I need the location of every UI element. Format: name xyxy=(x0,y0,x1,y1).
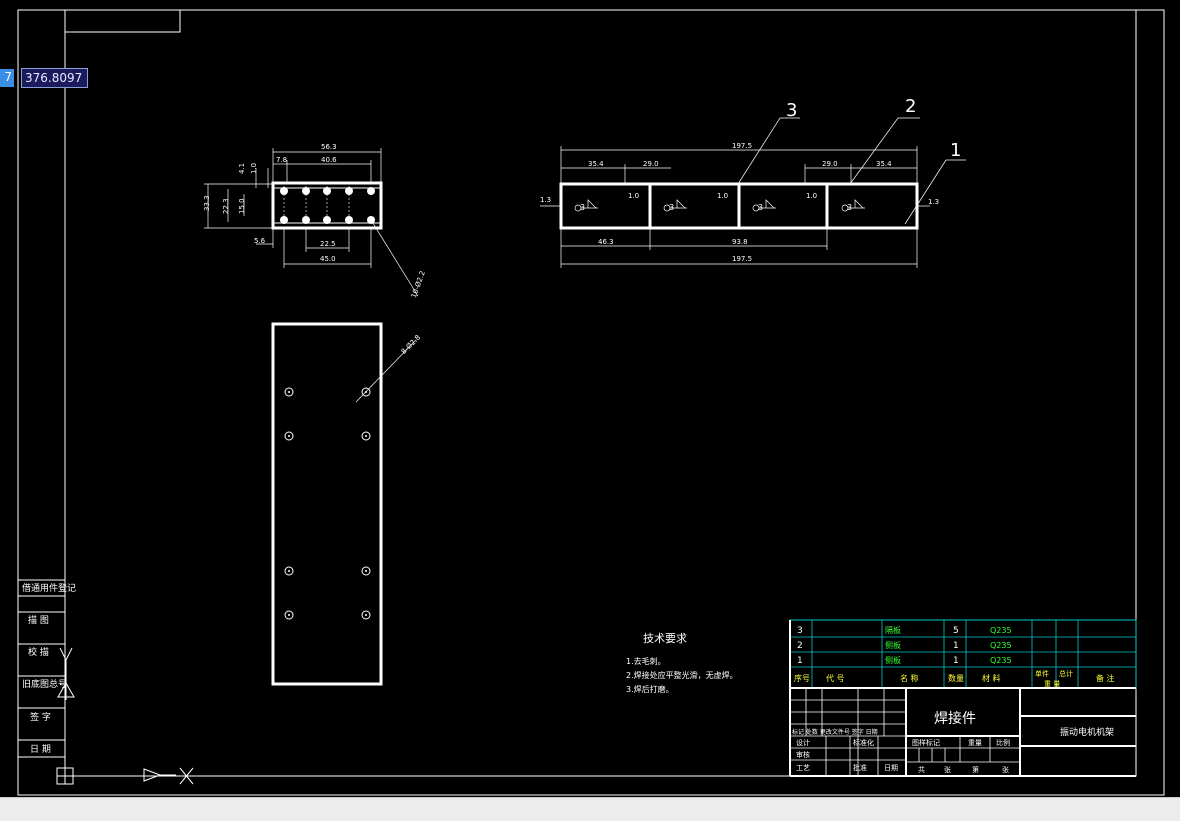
side-label-0: 借通用件登记 xyxy=(22,582,76,594)
callout-3: 3 xyxy=(786,100,797,121)
weight-label: 重量 xyxy=(968,739,982,747)
approve-label: 批准 xyxy=(853,763,867,772)
dim-bottom-left: 5.6 xyxy=(254,237,266,245)
date-label: 日期 xyxy=(884,764,898,772)
process-label: 工艺 xyxy=(796,764,810,772)
cad-drawing-canvas[interactable]: 借通用件登记 描 图 校 描 旧底图总号 签 字 日 期 xyxy=(0,0,1180,797)
bom-head-code: 代 号 xyxy=(826,673,845,683)
bom-head-remark: 备 注 xyxy=(1096,673,1115,683)
bom-head-no: 序号 xyxy=(794,673,810,683)
change-row: 标记 处数 更改文件号 签字 日期 xyxy=(792,728,878,736)
inner-frame xyxy=(64,9,1137,777)
weld-mark-2: 3 xyxy=(758,203,763,212)
dim-v1: 4.1 xyxy=(238,163,246,174)
hole-note-top: 10-Ø2.2 xyxy=(410,270,427,299)
weld-mark-3: 3 xyxy=(847,203,852,212)
front-view: 3 3 3 3 197.5 35.4 29.0 29.0 35.4 1.3 1.… xyxy=(540,96,966,268)
dim-total-bottom: 197.5 xyxy=(732,255,752,263)
status-bar xyxy=(0,797,1180,821)
bom-row-1-name: 侧板 xyxy=(885,640,901,650)
dim-thick-left: 1.3 xyxy=(540,196,551,204)
dim-left: 7.8 xyxy=(276,156,287,164)
scale-label: 比例 xyxy=(996,738,1010,747)
bom-row-2-no: 1 xyxy=(797,656,803,666)
bom-row-0-qty: 5 xyxy=(953,626,959,636)
dim-height: 33.3 xyxy=(203,195,211,211)
stage-label: 图样标记 xyxy=(912,738,940,747)
sheet-label: 共 xyxy=(918,765,925,774)
plan-view-holes xyxy=(284,387,371,620)
top-view-holes xyxy=(280,187,375,224)
ucs-icon xyxy=(56,767,74,785)
design-label: 设计 xyxy=(796,738,810,747)
bom-row-1-material: Q235 xyxy=(990,641,1012,650)
bom-row-0-material: Q235 xyxy=(990,626,1012,635)
side-label-3: 旧底图总号 xyxy=(22,678,67,690)
sheet-no: 第 xyxy=(972,765,979,774)
dim-gap1: 1.0 xyxy=(628,192,639,200)
bom-row-0-name: 隔板 xyxy=(885,625,901,635)
dim-pitch: 22.5 xyxy=(320,240,336,248)
dim-inner2: 15.0 xyxy=(238,198,246,214)
side-panel: 借通用件登记 描 图 校 描 旧底图总号 签 字 日 期 xyxy=(18,579,76,758)
bom-row-2-qty: 1 xyxy=(953,656,959,666)
title-block: 焊接件 振动电机机架 标记 处数 更改文件号 签字 日期 设计 标准化 审核 工… xyxy=(790,688,1136,777)
callout-1: 1 xyxy=(950,140,961,161)
callout-2: 2 xyxy=(905,96,916,117)
dim-seg-left2: 29.0 xyxy=(643,160,659,168)
y-axis-icon xyxy=(57,647,75,700)
corner-box xyxy=(64,9,181,33)
bom-head-name: 名 称 xyxy=(900,673,919,683)
tech-title: 技术要求 xyxy=(643,632,687,645)
dim-gap2: 1.0 xyxy=(717,192,728,200)
sheet-no2: 张 xyxy=(1002,765,1009,774)
weld-mark-1: 3 xyxy=(669,203,674,212)
dim-span: 40.6 xyxy=(321,156,337,164)
dim-bot2: 93.8 xyxy=(732,238,748,246)
bom-row-1-no: 2 xyxy=(797,641,803,651)
dim-gap3: 1.0 xyxy=(806,192,817,200)
bom-row-1-qty: 1 xyxy=(953,641,959,651)
dim-seg-right: 35.4 xyxy=(876,160,892,168)
dim-bot1: 46.3 xyxy=(598,238,614,246)
bom-head-total: 总计 xyxy=(1059,669,1073,678)
side-label-4: 签 字 xyxy=(30,711,51,723)
bom-row-0-no: 3 xyxy=(797,626,803,636)
standard-label: 标准化 xyxy=(853,738,874,747)
bom-head-qty: 数量 xyxy=(948,673,964,683)
bom-head-weight: 重 量 xyxy=(1044,680,1060,688)
project-name: 振动电机机架 xyxy=(1060,726,1114,738)
dim-thick-right: 1.3 xyxy=(928,198,939,206)
bom-table: 3 隔板 5 Q235 2 侧板 1 Q235 1 侧板 1 Q235 序号 代… xyxy=(789,619,1137,776)
dim-bottom: 45.0 xyxy=(320,255,336,263)
bom-row-2-material: Q235 xyxy=(990,656,1012,665)
dim-v2: 1.0 xyxy=(250,163,258,174)
hole-note-plan: 8-Ø2.8 xyxy=(400,334,422,356)
side-label-5: 日 期 xyxy=(30,744,51,755)
bom-head-material: 材 料 xyxy=(982,673,1001,683)
weld-mark-0: 3 xyxy=(580,203,585,212)
cross-cursor-icon xyxy=(179,767,194,785)
dim-overall: 56.3 xyxy=(321,143,337,151)
dim-total-top: 197.5 xyxy=(732,142,752,150)
bom-head-single: 单件 xyxy=(1035,669,1049,678)
part-name: 焊接件 xyxy=(934,710,976,727)
tech-item-0: 1.去毛刺。 xyxy=(626,656,666,666)
tech-item-1: 2.焊接处应平整光滑，无虚焊。 xyxy=(626,670,738,680)
bom-row-2-name: 侧板 xyxy=(885,655,901,665)
top-view: 56.3 7.8 40.6 33.3 22.3 15.0 4.1 1.0 5.6… xyxy=(203,143,427,299)
check-label: 审核 xyxy=(796,750,810,759)
tech-requirements: 技术要求 1.去毛刺。 2.焊接处应平整光滑，无虚焊。 3.焊后打磨。 xyxy=(626,632,738,694)
coord-input[interactable]: 376.8097 xyxy=(21,68,88,88)
dim-inner: 22.3 xyxy=(222,198,230,214)
arrow-icon xyxy=(143,768,176,782)
plan-view: 8-Ø2.8 xyxy=(271,322,422,686)
coord-input-left[interactable]: 7 xyxy=(0,69,14,87)
tech-item-2: 3.焊后打磨。 xyxy=(626,684,674,694)
side-label-1: 描 图 xyxy=(28,614,49,626)
dim-seg-right2: 29.0 xyxy=(822,160,838,168)
dim-seg-left: 35.4 xyxy=(588,160,604,168)
sheet-of: 张 xyxy=(944,765,951,774)
side-label-2: 校 描 xyxy=(28,646,49,658)
